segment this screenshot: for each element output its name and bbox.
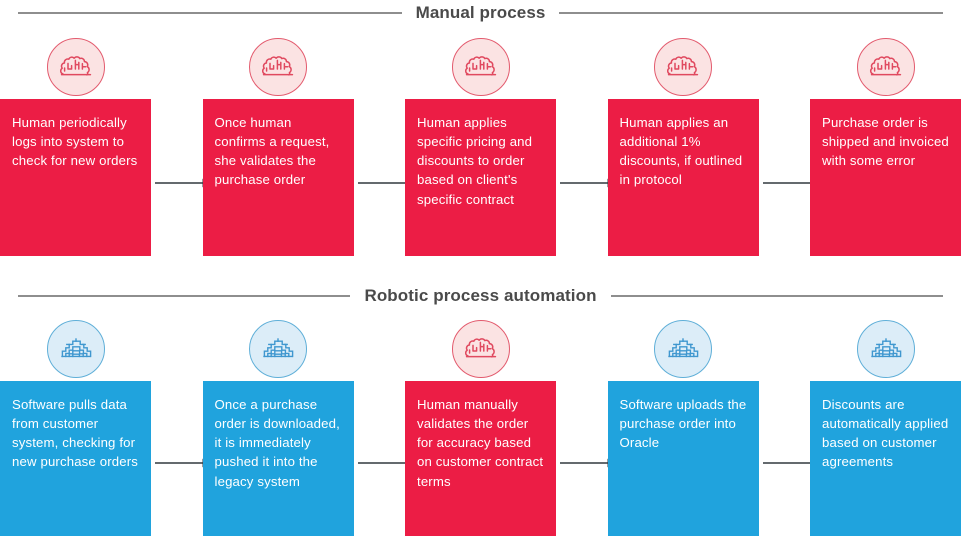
step-text: Human manually validates the order for a… [417, 397, 544, 489]
section-title-rpa: Robotic process automation [364, 286, 597, 305]
brain-icon [464, 338, 496, 358]
section-header-manual: Manual process [0, 2, 961, 24]
arrow-connector [354, 38, 417, 268]
arrow-connector [556, 320, 620, 537]
step-icon-badge [451, 38, 510, 96]
step-card: Discounts are automatically applied base… [810, 381, 961, 536]
brain-icon [666, 56, 699, 76]
step-icon-badge [249, 320, 307, 378]
brain-icon [261, 56, 294, 76]
step-text: Once a purchase order is downloaded, it … [214, 397, 340, 489]
step-icon-badge [856, 320, 915, 378]
step-text: Human applies specific pricing and disco… [417, 115, 533, 207]
step-text: Human applies an additional 1% discounts… [619, 115, 743, 188]
arrow-connector [759, 320, 822, 537]
process-step[interactable]: Human periodically logs into system to c… [0, 38, 151, 256]
step-text: Software uploads the purchase order into… [619, 397, 747, 451]
header-rule-left [18, 12, 402, 14]
process-step[interactable]: Software pulls data from customer system… [0, 320, 151, 536]
header-rule-right [559, 12, 944, 14]
step-card: Human applies an additional 1% discounts… [607, 99, 759, 256]
step-text: Human periodically logs into system to c… [12, 115, 138, 169]
arrow-connector [354, 320, 417, 537]
arrow-connector [556, 38, 620, 268]
brain-icon [59, 56, 91, 76]
process-step[interactable]: Human applies an additional 1% discounts… [607, 38, 759, 256]
process-step[interactable]: Once human confirms a request, she valid… [202, 38, 354, 256]
step-text: Software pulls data from customer system… [12, 397, 138, 470]
section-title-manual: Manual process [415, 3, 546, 22]
process-row-rpa: Software pulls data from customer system… [0, 320, 961, 537]
step-card: Human applies specific pricing and disco… [405, 99, 556, 256]
arrow-connector [151, 38, 215, 268]
process-step[interactable]: Software uploads the purchase order into… [607, 320, 759, 536]
arrow-connector [151, 320, 215, 537]
section-header-rpa: Robotic process automation [0, 285, 961, 307]
step-icon-badge [46, 320, 105, 378]
process-step[interactable]: Human applies specific pricing and disco… [405, 38, 556, 256]
circuit-brain-icon [668, 338, 699, 358]
process-row-manual: Human periodically logs into system to c… [0, 38, 961, 268]
process-step[interactable]: Once a purchase order is downloaded, it … [202, 320, 354, 536]
step-card: Software pulls data from customer system… [0, 381, 151, 536]
process-step[interactable]: Discounts are automatically applied base… [810, 320, 961, 536]
circuit-brain-icon [60, 338, 91, 358]
step-card: Software uploads the purchase order into… [607, 381, 759, 536]
circuit-brain-icon [870, 338, 901, 358]
step-card: Once a purchase order is downloaded, it … [202, 381, 354, 536]
step-card: Human periodically logs into system to c… [0, 99, 151, 256]
step-icon-badge [249, 38, 307, 96]
step-card: Purchase order is shipped and invoiced w… [810, 99, 961, 256]
process-step[interactable]: Purchase order is shipped and invoiced w… [810, 38, 961, 256]
process-step[interactable]: Human manually validates the order for a… [405, 320, 556, 536]
step-text: Discounts are automatically applied base… [822, 397, 949, 470]
step-icon-badge [856, 38, 915, 96]
step-icon-badge [46, 38, 105, 96]
step-text: Purchase order is shipped and invoiced w… [822, 115, 949, 169]
step-icon-badge [451, 320, 510, 378]
step-icon-badge [654, 320, 712, 378]
circuit-brain-icon [263, 338, 294, 358]
arrow-connector [759, 38, 822, 268]
brain-icon [464, 56, 496, 76]
step-card: Once human confirms a request, she valid… [202, 99, 354, 256]
step-card: Human manually validates the order for a… [405, 381, 556, 536]
header-rule-left [18, 295, 351, 297]
step-icon-badge [654, 38, 712, 96]
brain-icon [869, 56, 901, 76]
step-text: Once human confirms a request, she valid… [214, 115, 330, 188]
header-rule-right [610, 295, 943, 297]
